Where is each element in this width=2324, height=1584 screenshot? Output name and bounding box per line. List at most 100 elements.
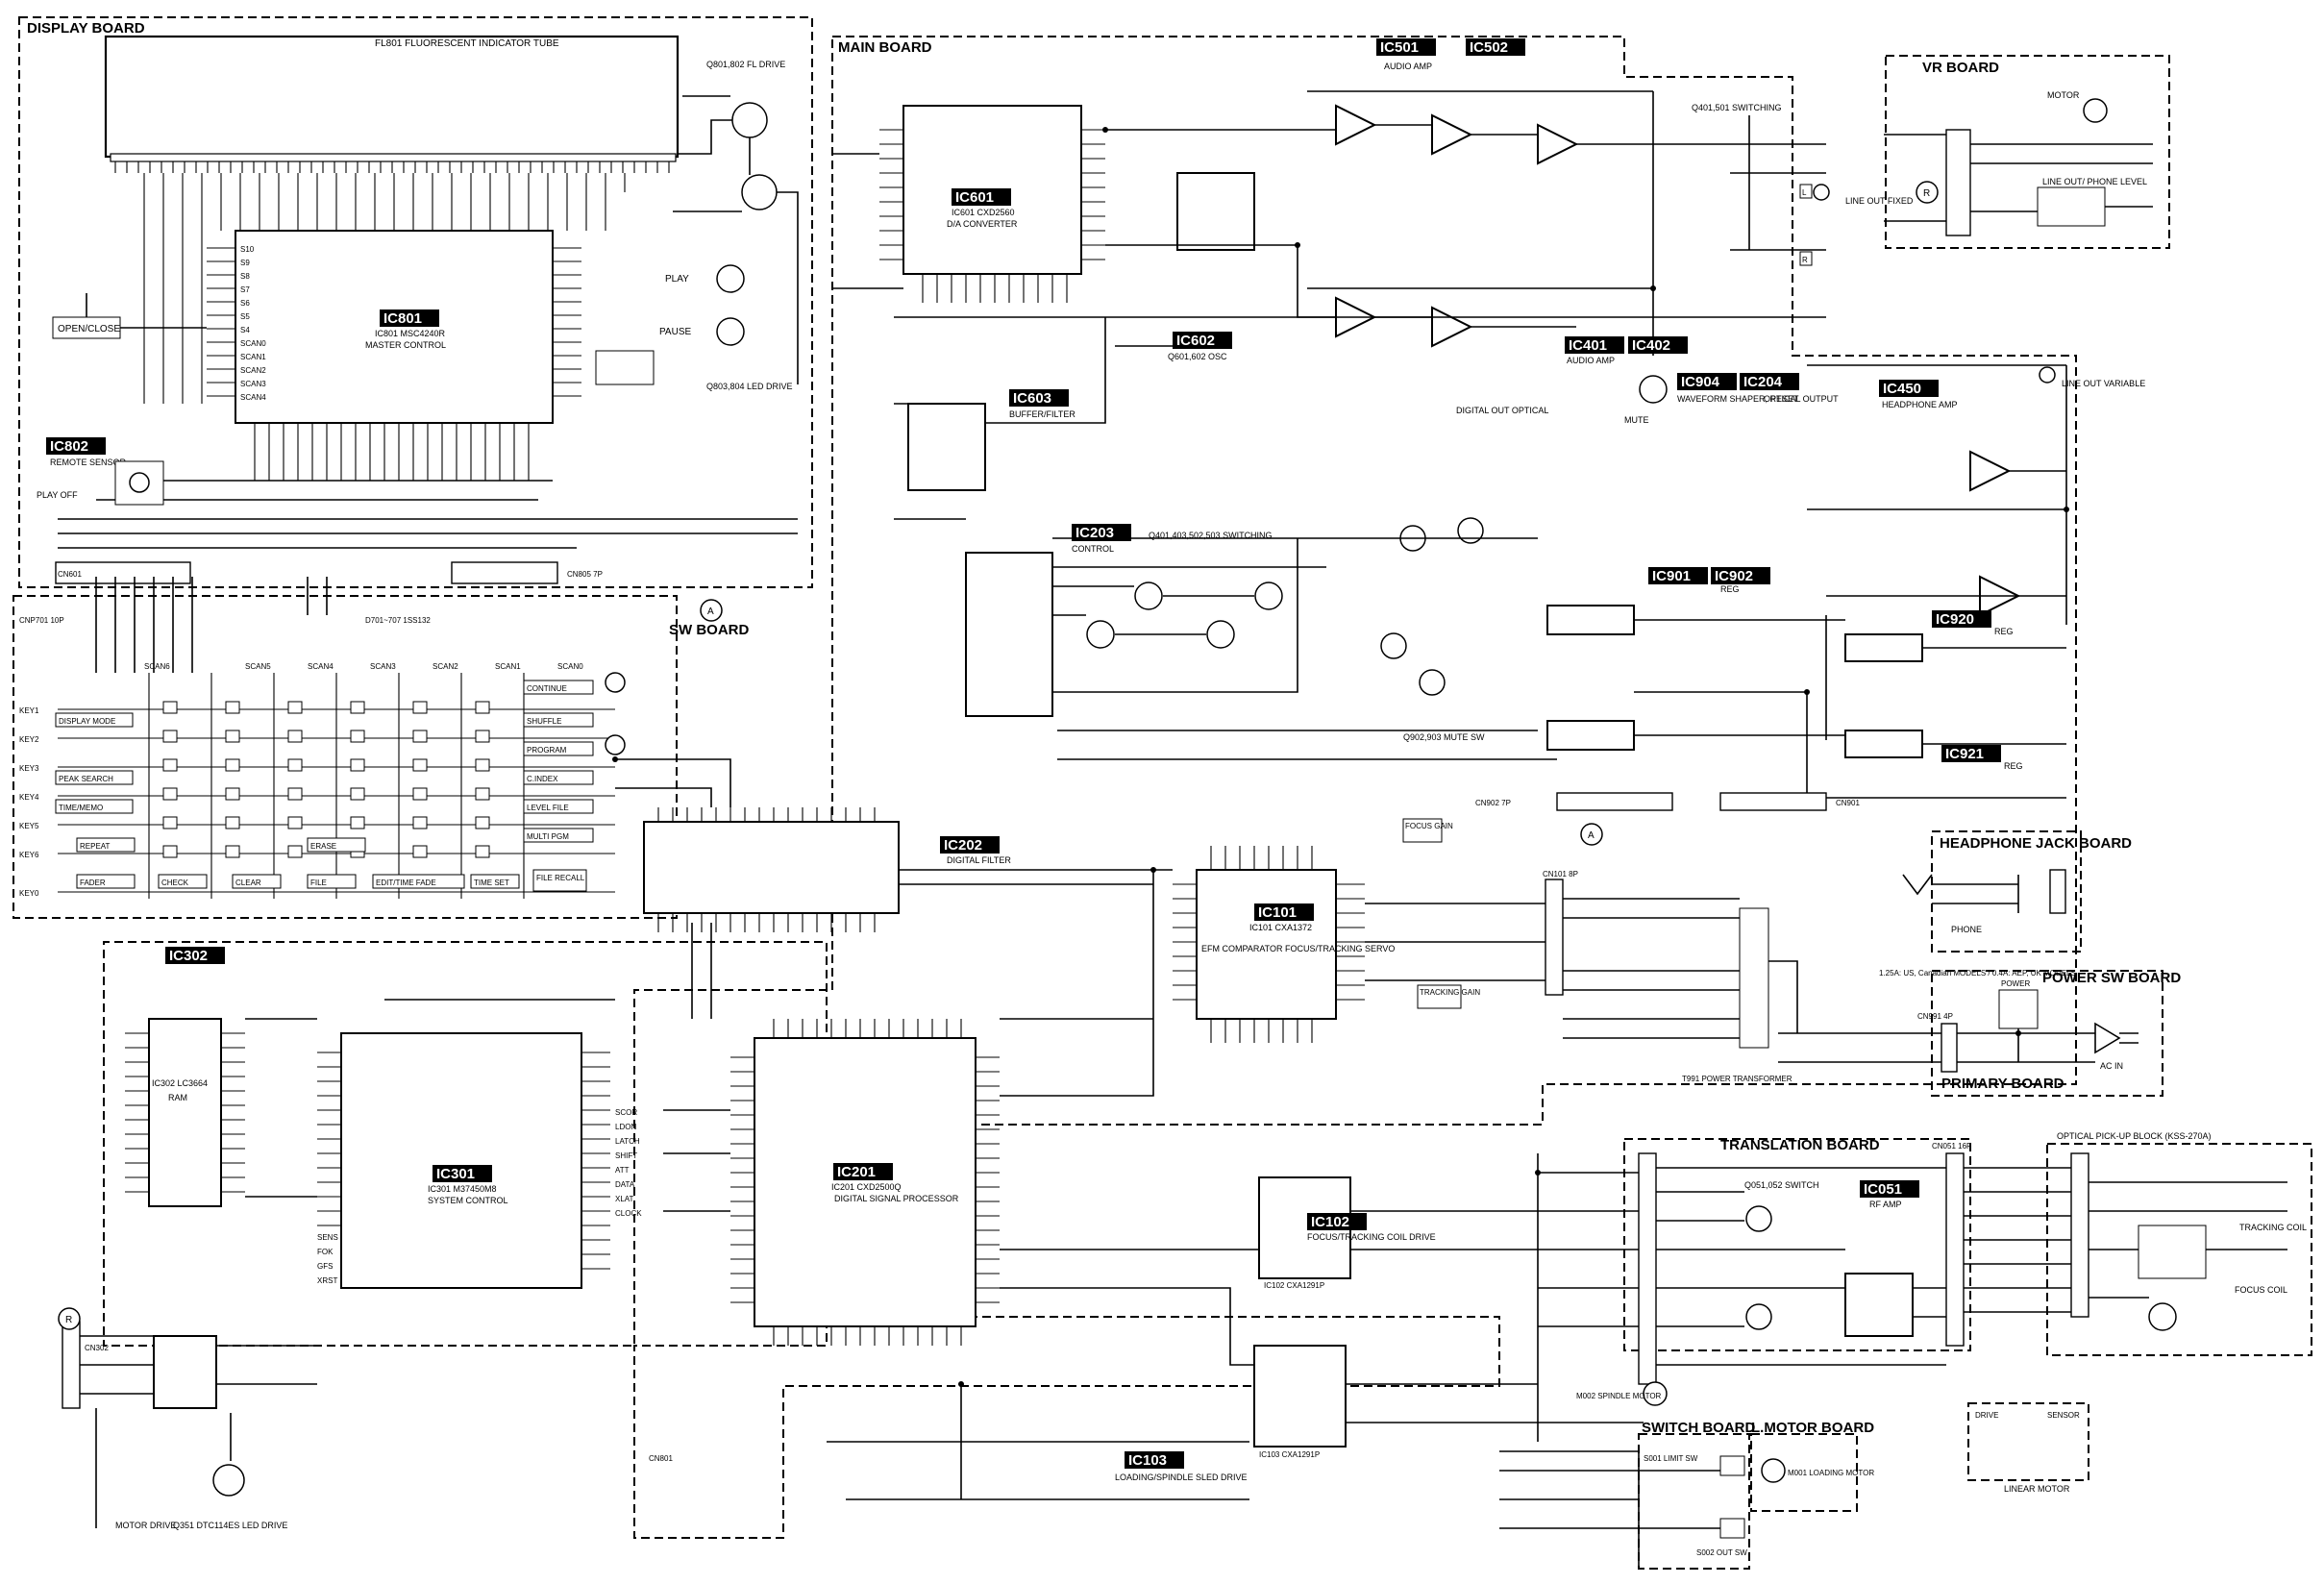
fl-indicator-tube xyxy=(104,35,680,159)
svg-text:FADER: FADER xyxy=(80,879,106,887)
svg-text:DISPLAY MODE: DISPLAY MODE xyxy=(59,717,115,726)
vr-wiring xyxy=(1884,134,2153,222)
s002-label: S002 OUT SW xyxy=(1696,1548,1747,1557)
main-board-wiring xyxy=(827,153,1826,1500)
focus-gain-label: FOCUS GAIN xyxy=(1405,822,1453,830)
svg-text:SCAN4: SCAN4 xyxy=(240,393,266,402)
svg-text:DATA: DATA xyxy=(615,1180,635,1189)
audio-opamps xyxy=(1335,104,1579,348)
ic201-chip xyxy=(754,1037,977,1327)
sw-board-outline xyxy=(12,595,678,919)
ic603-desc: BUFFER/FILTER xyxy=(1009,409,1075,419)
svg-text:REPEAT: REPEAT xyxy=(80,842,111,851)
ic203-desc: CONTROL xyxy=(1072,544,1114,554)
svg-text:S10: S10 xyxy=(240,245,255,254)
ic201-tag: IC201 xyxy=(837,1164,876,1180)
svg-text:SCAN6: SCAN6 xyxy=(144,662,170,671)
svg-text:SCAN2: SCAN2 xyxy=(433,662,458,671)
sw-board-title: SW BOARD xyxy=(669,622,749,638)
ic302-tag: IC302 xyxy=(169,948,208,964)
ic450-opamp-a xyxy=(1969,450,2012,492)
ic202-chip xyxy=(643,821,900,914)
primary-wiring xyxy=(1778,1028,2095,1063)
ic201-part: IC201 CXD2500Q xyxy=(831,1182,902,1192)
led-connector xyxy=(595,350,655,385)
svg-text:ERASE: ERASE xyxy=(310,842,336,851)
regulator-transistors xyxy=(1380,517,1484,696)
svg-text:S6: S6 xyxy=(240,299,250,308)
pause-led-label: PAUSE xyxy=(659,327,691,337)
drive-label: DRIVE xyxy=(1975,1411,1998,1420)
cn051-label: CN051 16P xyxy=(1932,1142,1971,1151)
cn601-label: CN601 xyxy=(58,570,82,579)
ic301-tag: IC301 xyxy=(436,1166,475,1182)
svg-text:SCAN2: SCAN2 xyxy=(240,366,266,375)
spindle-motor-label: M002 SPINDLE MOTOR xyxy=(1576,1392,1662,1400)
svg-text:SHUFFLE: SHUFFLE xyxy=(527,717,561,726)
svg-text:S4: S4 xyxy=(240,326,250,334)
marker-a-display-text: A xyxy=(707,606,714,617)
remote-sensor-icon xyxy=(129,472,150,493)
svg-text:SCAN1: SCAN1 xyxy=(240,353,266,361)
focus-coil-label: FOCUS COIL xyxy=(2235,1285,2287,1295)
phone-jack-symbol xyxy=(1902,874,2019,913)
control-wiring xyxy=(1052,538,1326,693)
ic801-desc: MASTER CONTROL xyxy=(365,340,446,350)
power-transformer xyxy=(1739,907,1769,1049)
s002-out-switch xyxy=(1719,1518,1745,1539)
svg-text:TIME SET: TIME SET xyxy=(474,879,509,887)
d708-led xyxy=(605,672,626,693)
ic801-side-pins xyxy=(207,247,581,397)
ic103-part: IC103 CXA1291P xyxy=(1259,1450,1320,1459)
tracking-coil-label: TRACKING COIL xyxy=(2239,1223,2307,1232)
svg-text:FOK: FOK xyxy=(317,1248,334,1256)
svg-text:SCAN0: SCAN0 xyxy=(557,662,583,671)
ic301-pins xyxy=(317,1052,610,1270)
ic921-desc: REG xyxy=(2004,761,2023,771)
ic301-chip xyxy=(340,1032,582,1289)
ic402-tag: IC402 xyxy=(1632,337,1670,354)
power-switch xyxy=(1998,989,2039,1029)
main-board-outline xyxy=(103,36,2077,1539)
motor-drive-label: MOTOR DRIVE xyxy=(115,1521,176,1530)
cn052-connector xyxy=(1638,1152,1657,1385)
reg-wiring xyxy=(1634,619,2066,799)
svg-text:ATT: ATT xyxy=(615,1166,630,1175)
ic802-tag: IC802 xyxy=(50,438,88,455)
ic201-desc: DIGITAL SIGNAL PROCESSOR xyxy=(834,1194,959,1203)
svg-text:SCAN3: SCAN3 xyxy=(240,380,266,388)
fl-bus xyxy=(143,173,626,404)
svg-text:LDON: LDON xyxy=(615,1123,636,1131)
q801-transistor xyxy=(731,102,768,138)
svg-text:EDIT/TIME FADE: EDIT/TIME FADE xyxy=(376,879,436,887)
ic502-tag: IC502 xyxy=(1470,39,1508,56)
q051-label: Q051,052 SWITCH xyxy=(1744,1180,1819,1190)
ic101-pins xyxy=(1173,846,1365,1043)
sw-scan-labels: SCAN6 SCAN5 SCAN4 SCAN3 SCAN2 SCAN1 SCAN… xyxy=(144,662,583,671)
ic450-desc: HEADPHONE AMP xyxy=(1882,400,1958,409)
cn601-connector xyxy=(55,561,191,584)
d701-label: D701~707 1SS132 xyxy=(365,616,431,625)
svg-text:KEY0: KEY0 xyxy=(19,889,39,898)
cn101-connector xyxy=(1545,879,1564,996)
d709-led xyxy=(605,734,626,755)
ic301-signal-labels: SCOR LDON LATCH SHIFT ATT DATA XLAT CLOC… xyxy=(317,1108,642,1285)
ic102-tag: IC102 xyxy=(1311,1214,1349,1230)
svg-text:XRST: XRST xyxy=(317,1276,337,1285)
svg-text:S5: S5 xyxy=(240,312,250,321)
ic801-bottom-pins xyxy=(254,423,530,481)
sw-matrix-cols xyxy=(148,673,525,899)
svg-text:LATCH: LATCH xyxy=(615,1137,640,1146)
vr-pot xyxy=(2037,186,2106,227)
s001-limit-switch xyxy=(1719,1455,1745,1476)
s001-label: S001 LIMIT SW xyxy=(1644,1454,1698,1463)
svg-text:GFS: GFS xyxy=(317,1262,333,1271)
cn901-connector xyxy=(1719,792,1827,811)
junction-dots xyxy=(612,127,2069,1387)
svg-text:CONTINUE: CONTINUE xyxy=(527,684,567,693)
optical-pickup-connector xyxy=(2070,1152,2089,1318)
ic101-chip xyxy=(1196,869,1337,1020)
svg-text:SCAN5: SCAN5 xyxy=(245,662,271,671)
ic501-desc: AUDIO AMP xyxy=(1384,62,1432,71)
svg-text:SCAN3: SCAN3 xyxy=(370,662,396,671)
